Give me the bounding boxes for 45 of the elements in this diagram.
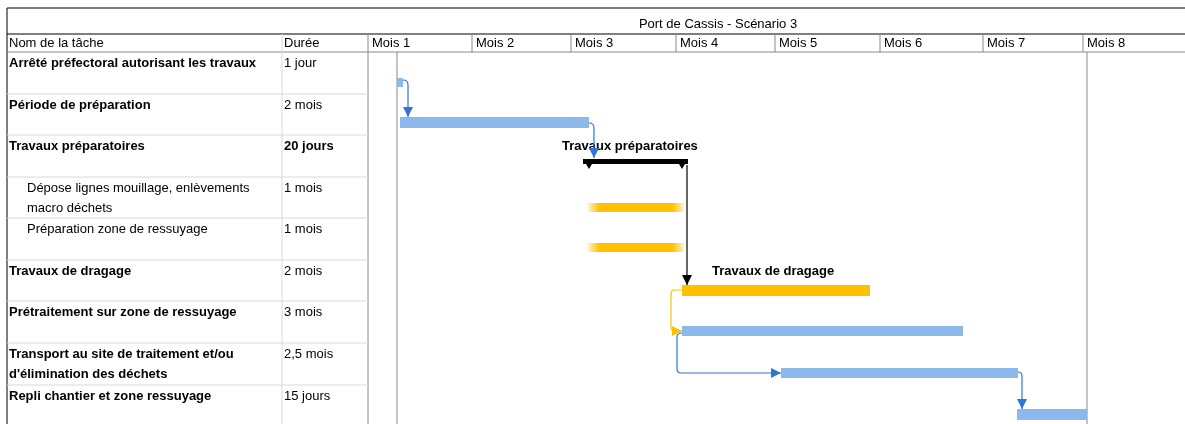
month-header: Mois 8 [1087, 34, 1127, 52]
task-name: Arrêté préfectoral autorisant les travaux [9, 54, 258, 72]
task-name: Repli chantier et zone ressuyage [9, 387, 213, 405]
task-duration: 2 mois [284, 96, 324, 114]
bar-label: Travaux de dragage [712, 262, 836, 280]
month-header: Mois 1 [372, 34, 412, 52]
task-duration: 1 jour [284, 54, 318, 72]
month-header: Mois 4 [680, 34, 720, 52]
dependency-arrow [676, 332, 782, 378]
task-name: Travaux de dragage [9, 262, 133, 280]
summary-bar [583, 158, 688, 171]
dependency-arrow [1017, 371, 1027, 410]
month-header: Mois 3 [575, 34, 615, 52]
task-duration: 2,5 mois [284, 345, 335, 363]
month-header: Mois 2 [476, 34, 516, 52]
task-name: Transport au site de traitement et/ou d'élimination des déchets [9, 345, 235, 383]
dependency-arrow [588, 122, 599, 159]
task-duration: 20 jours [284, 137, 335, 155]
dependency-arrow [682, 164, 692, 286]
task-name: Prétraitement sur zone de ressuyage [9, 303, 238, 321]
gantt-bar [682, 326, 963, 336]
task-duration: 15 jours [284, 387, 332, 405]
task-name: Période de préparation [9, 96, 152, 114]
task-name: Dépose lignes mouillage, enlèvements macro déchets [27, 179, 251, 217]
gantt-bar [588, 243, 684, 252]
dependency-arrow [670, 289, 683, 336]
column-header: Durée [284, 34, 321, 52]
task-duration: 3 mois [284, 303, 324, 321]
task-duration: 1 mois [284, 179, 324, 197]
gantt-bar [1017, 409, 1087, 420]
task-name: Travaux préparatoires [9, 137, 146, 155]
month-header: Mois 5 [779, 34, 819, 52]
task-duration: 1 mois [284, 220, 324, 238]
gantt-bar [397, 78, 403, 87]
gantt-bar [400, 117, 589, 128]
chart-title: Port de Cassis - Scénario 3 [637, 15, 799, 33]
month-header: Mois 7 [987, 34, 1027, 52]
month-header: Mois 6 [884, 34, 924, 52]
task-name: Préparation zone de ressuyage [27, 220, 209, 238]
gantt-bar [588, 203, 684, 212]
gantt-bar [682, 285, 870, 296]
column-header: Nom de la tâche [9, 34, 105, 52]
gantt-bar [781, 368, 1018, 378]
dependency-arrow [402, 79, 413, 118]
task-duration: 2 mois [284, 262, 324, 280]
